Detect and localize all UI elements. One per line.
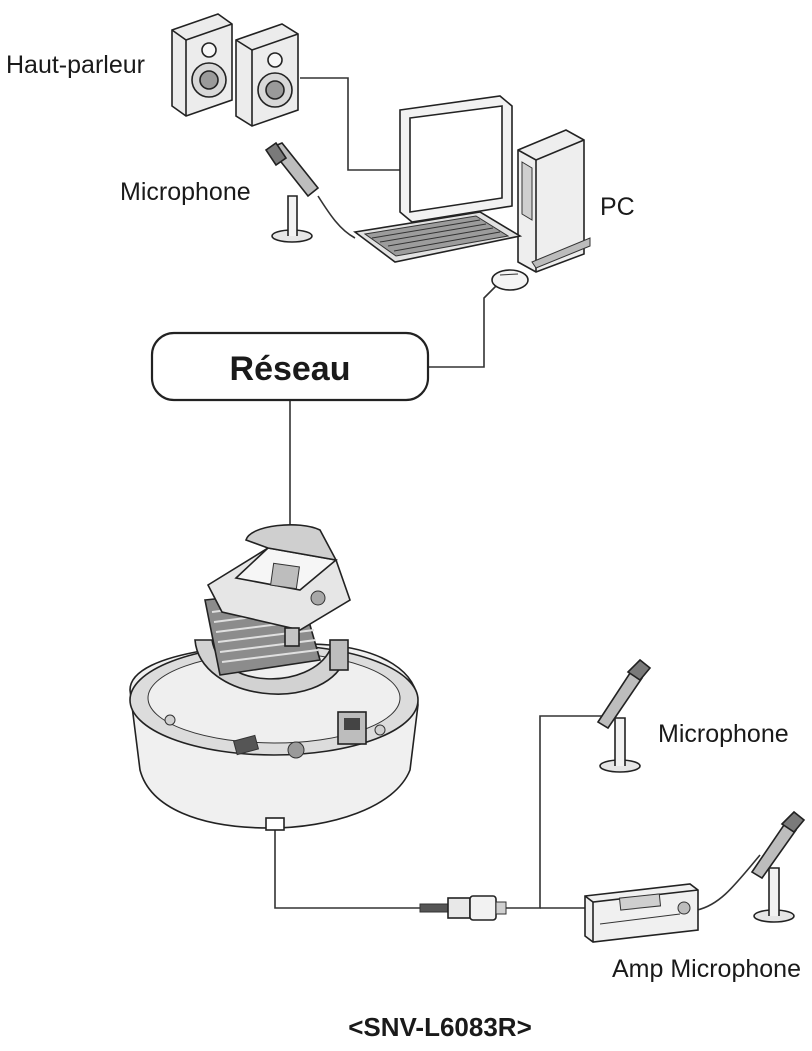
camera-microphone-icon [596,658,652,773]
pc-microphone-cable [317,195,356,239]
model-label: <SNV-L6083R> [348,1012,532,1042]
camera-microphone-cable [505,715,604,909]
audio-jack-connector-icon [419,895,507,921]
connection-wires [274,77,761,911]
camera-microphone-label: Microphone [658,720,789,748]
amplifier-icon [584,883,699,943]
pc-icon [353,95,591,291]
amp-microphone-cable [696,854,761,911]
dome-camera-icon [129,524,419,831]
pc-microphone-label: Microphone [120,178,251,206]
pc-network-cable [428,281,501,368]
camera-audio-cable [274,828,420,909]
speaker-right-icon [235,23,299,127]
network-label: Réseau [230,350,351,388]
amp-microphone-label: Amp Microphone [612,955,801,983]
amp-microphone-icon [750,810,806,923]
mouse-icon [491,269,529,291]
network-box [150,331,430,402]
speaker-pair [171,13,299,127]
keyboard-icon [353,211,523,263]
speaker-label: Haut-parleur [6,51,145,79]
pc-microphone-icon [264,141,320,243]
speaker-left-icon [171,13,233,117]
speaker-cable [300,77,400,171]
pc-label: PC [600,193,635,221]
tower-icon [517,129,591,273]
